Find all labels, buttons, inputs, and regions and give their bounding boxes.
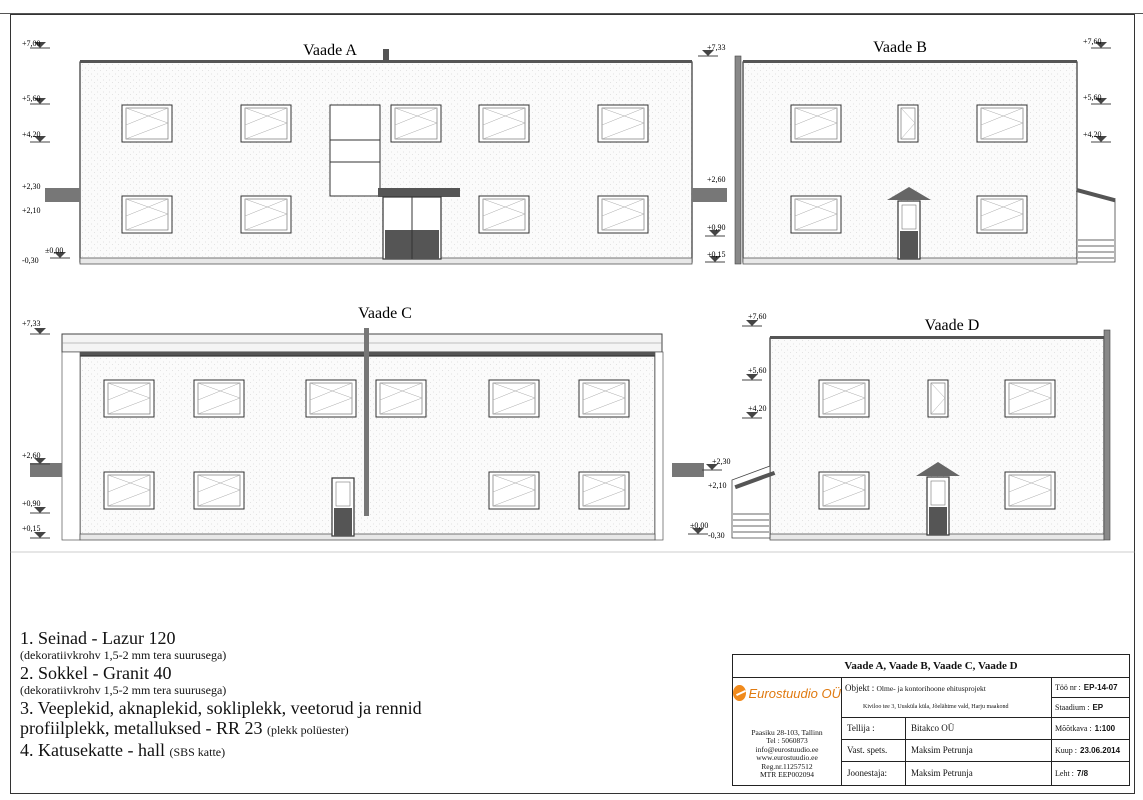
address-line: www.eurostuudio.ee	[756, 753, 818, 762]
note-3-cont-main: profiilplekk, metalluksed - RR 23	[20, 718, 263, 738]
note-2-detail: (dekoratiivkrohv 1,5-2 mm tera suurusega…	[20, 683, 227, 697]
note-1: 1. Seinad - Lazur 120	[20, 628, 176, 648]
scale-value: 1:100	[1094, 723, 1116, 733]
a-level-000: ±0,00	[45, 246, 63, 255]
a-level-230: +2,30	[22, 182, 41, 191]
work-number-label: Töö nr :	[1055, 682, 1081, 692]
title-block-title: Vaade A, Vaade B, Vaade C, Vaade D	[844, 660, 1018, 672]
row-value: Bitakco OÜ	[911, 723, 955, 733]
object-label: Objekt :	[845, 683, 875, 693]
view-b-title: Vaade B	[873, 39, 927, 56]
c-level-000: ±0,00	[690, 521, 708, 530]
b-level-420: +4,20	[1083, 130, 1102, 139]
row-label: Tellija :	[847, 723, 875, 733]
view-d-title: Vaade D	[925, 317, 980, 334]
c-level-733: +7,33	[22, 319, 41, 328]
a-level-420: +4,20	[22, 130, 41, 139]
elevation-d: Vaade D +7,60 +5,60 +4,20	[731, 312, 1111, 541]
material-notes: 1. Seinad - Lazur 120 (dekoratiivkrohv 1…	[20, 628, 680, 762]
note-1-detail: (dekoratiivkrohv 1,5-2 mm tera suurusega…	[20, 648, 227, 662]
row-value: Maksim Petrunja	[911, 745, 973, 755]
elevation-c: Vaade C +7,33 +2,60 +0,90 +0,15 +2,30 +2…	[22, 305, 731, 541]
c-level-090: +0,90	[22, 499, 41, 508]
drawing-frame	[10, 14, 1135, 794]
a-level-m030: -0,30	[22, 256, 39, 265]
row-value: Maksim Petrunja	[911, 768, 973, 778]
c-level-230: +2,30	[712, 457, 731, 466]
a-level-560: +5,60	[22, 94, 41, 103]
b-level-560: +5,60	[1083, 93, 1102, 102]
b-level-733: +7,33	[707, 43, 726, 52]
c-level-260: +2,60	[22, 451, 41, 460]
logo-icon	[733, 685, 746, 701]
row-label: Vast. spets.	[847, 745, 888, 755]
date: Kuup :23.06.2014	[1055, 739, 1131, 761]
sheet: Leht :7/8	[1055, 761, 1131, 785]
note-3-cont-detail: (plekk polüester)	[266, 723, 349, 737]
d-level-420: +4,20	[748, 404, 767, 413]
elevation-a: Vaade A +7,00 +5,60 +4,20 +2,30 +2,10 ±0…	[22, 39, 727, 265]
b-level-760: +7,60	[1083, 37, 1102, 46]
address-line: info@eurostuudio.ee	[755, 744, 819, 754]
c-level-015: +0,15	[22, 524, 41, 533]
address-line: MTR EEP002094	[760, 770, 814, 779]
company-logo: Eurostuudio OÜ	[733, 679, 841, 707]
title-block: Vaade A, Vaade B, Vaade C, Vaade D Euros…	[732, 654, 1130, 786]
sheet-label: Leht :	[1055, 768, 1074, 778]
elevation-b: Vaade B +7,33 +2,60 +0,90 +0,15 +7,60 +5…	[697, 37, 1116, 265]
address-line: Reg.nr.11257512	[761, 761, 813, 771]
date-value: 23.06.2014	[1080, 745, 1121, 755]
row-label: Joonestaja:	[847, 768, 887, 778]
d-level-760: +7,60	[748, 312, 767, 321]
company-address: Paasiku 28-103, Tallinn Tel : 5060873 in…	[733, 723, 841, 785]
address-line: Paasiku 28-103, Tallinn	[751, 727, 823, 737]
a-level-700: +7,00	[22, 39, 41, 48]
d-level-560: +5,60	[748, 366, 767, 375]
sheet-top-border	[0, 0, 1143, 14]
address-line: Tel : 5060873	[766, 736, 808, 745]
work-number: Töö nr :EP-14-07	[1055, 677, 1131, 697]
note-3: 3. Veeplekid, aknaplekid, sokliplekk, ve…	[20, 698, 422, 718]
sheet-value: 7/8	[1076, 768, 1089, 778]
note-3-cont: profiilplekk, metalluksed - RR 23 (plekk…	[20, 718, 680, 740]
scale: Mõõtkava :1:100	[1055, 717, 1131, 739]
object-value: Olme- ja kontorihoone ehitusprojekt	[876, 683, 986, 693]
company-name: Eurostuudio OÜ	[748, 685, 842, 701]
b-level-260: +2,60	[707, 175, 726, 184]
b-level-015: +0,15	[707, 250, 726, 259]
object-line: Objekt : Olme- ja kontorihoone ehituspro…	[845, 679, 1051, 697]
note-4: 4. Katusekatte - hall (SBS katte)	[20, 740, 680, 762]
b-level-090: +0,90	[707, 223, 726, 232]
view-c-title: Vaade C	[358, 305, 412, 322]
note-4-detail: (SBS katte)	[169, 745, 226, 759]
note-2: 2. Sokkel - Granit 40	[20, 663, 172, 683]
stage-value: EP	[1092, 702, 1104, 712]
note-4-main: 4. Katusekatte - hall	[20, 740, 165, 760]
date-label: Kuup :	[1055, 745, 1077, 755]
stage-label: Staadium :	[1055, 702, 1090, 712]
a-level-210: +2,10	[22, 206, 41, 215]
view-a-title: Vaade A	[303, 42, 357, 59]
c-level-m030: -0,30	[708, 531, 725, 540]
stage: Staadium :EP	[1055, 697, 1131, 717]
work-number-value: EP-14-07	[1083, 682, 1118, 692]
c-level-210: +2,10	[708, 481, 727, 490]
scale-label: Mõõtkava :	[1055, 723, 1092, 733]
object-address: Kiviloo tee 3, Uuskülа küla, Jõelähtme v…	[863, 704, 1009, 710]
